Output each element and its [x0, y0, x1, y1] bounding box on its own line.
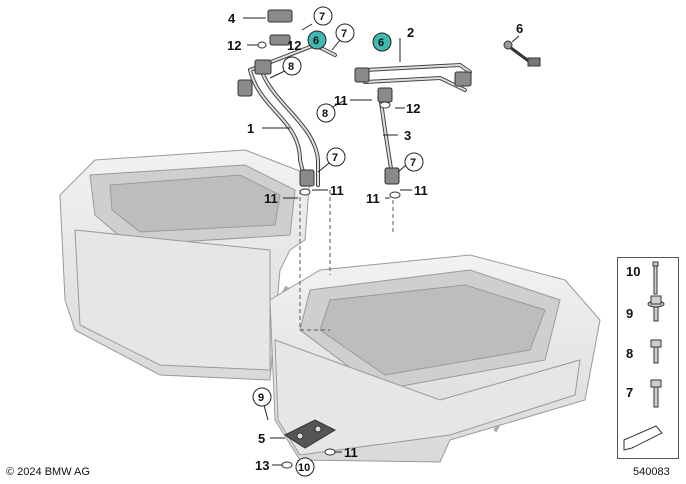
screw-9-head	[650, 295, 662, 305]
circled-callout-7-d: 7	[404, 152, 424, 172]
circled-callout-7-a: 7	[313, 6, 333, 26]
svg-text:7: 7	[410, 157, 416, 169]
housing-left	[59, 149, 311, 381]
callout-11-f: 11	[344, 445, 358, 460]
fastener-legend: 10 9 8 7	[617, 257, 679, 459]
diagram-code: 540083	[633, 466, 670, 478]
svg-text:8: 8	[322, 108, 328, 120]
dash-lines	[299, 190, 394, 331]
callout-6-c: 6	[516, 21, 523, 36]
screw-8-shaft	[653, 346, 659, 364]
connectors	[237, 9, 472, 187]
svg-text:7: 7	[332, 152, 338, 164]
svg-text:6: 6	[313, 35, 319, 47]
legend-label-8: 8	[626, 346, 634, 361]
callout-11-e: 11	[414, 183, 428, 198]
screw-9-shaft	[653, 306, 659, 322]
svg-text:10: 10	[298, 462, 310, 474]
svg-text:7: 7	[341, 28, 347, 40]
callout-4: 4	[228, 11, 236, 26]
callout-12-a: 12	[227, 38, 241, 53]
circled-callout-6-a: 6	[307, 30, 327, 50]
callout-2: 2	[407, 25, 414, 40]
svg-text:6: 6	[378, 37, 384, 49]
svg-text:9: 9	[258, 392, 264, 404]
circled-callout-10: 10	[295, 457, 315, 477]
screw-8-head	[650, 339, 662, 348]
circled-callout-8-a: 8	[282, 56, 302, 76]
legend-drawings	[623, 261, 665, 451]
legend-label-9: 9	[626, 306, 634, 321]
circled-callout-7-b: 7	[335, 23, 355, 43]
callout-11-b: 11	[264, 191, 278, 206]
callout-1: 1	[247, 121, 254, 136]
circled-callout-8-b: 8	[316, 103, 336, 123]
svg-text:8: 8	[288, 61, 294, 73]
callout-12-c: 12	[406, 101, 420, 116]
screw-7-shaft	[653, 386, 659, 408]
circled-callout-9: 9	[252, 387, 272, 407]
washers	[257, 41, 401, 469]
callout-11-d: 11	[366, 191, 380, 206]
bracket-part	[283, 419, 337, 449]
screw-7-head	[650, 379, 662, 388]
svg-text:7: 7	[319, 11, 325, 23]
housing-right	[269, 254, 601, 463]
sensor-part	[503, 40, 541, 67]
callout-12-b: 12	[287, 38, 301, 53]
circled-callout-6-b: 6	[372, 32, 392, 52]
legend-label-10: 10	[626, 264, 641, 279]
screw-10-shaft	[653, 265, 658, 295]
legend-label-7: 7	[626, 385, 634, 400]
callout-11-a: 11	[334, 93, 348, 108]
callout-13: 13	[255, 458, 269, 473]
callout-5: 5	[258, 431, 265, 446]
screw-10-head	[652, 261, 659, 267]
circled-callout-7-c: 7	[326, 147, 346, 167]
callout-3: 3	[404, 128, 411, 143]
callout-11-c: 11	[330, 183, 344, 198]
copyright: © 2024 BMW AG	[6, 466, 90, 478]
orientation-arrow-icon	[623, 425, 663, 451]
